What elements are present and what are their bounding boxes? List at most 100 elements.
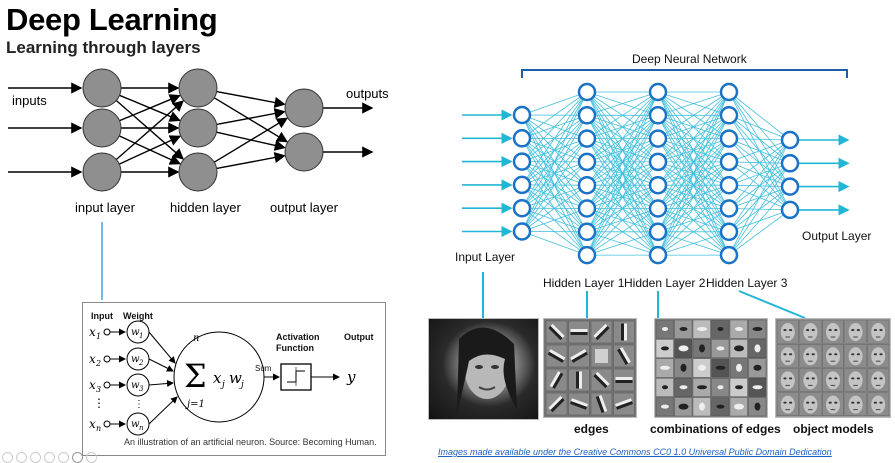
hidden-layer-2-label: Hidden Layer 2 — [624, 276, 705, 290]
deep-net-node — [782, 155, 798, 171]
svg-text:x: x — [213, 369, 222, 387]
network-edge — [214, 118, 287, 162]
deep-net-node — [721, 201, 737, 217]
svg-text:1: 1 — [96, 332, 101, 341]
svg-text:3: 3 — [96, 385, 101, 394]
deep-net-node — [721, 177, 737, 193]
deep-net-edge — [522, 92, 587, 162]
nav-dot-6[interactable] — [72, 452, 83, 463]
nav-dot-4[interactable] — [44, 452, 55, 463]
deep-net-node — [514, 200, 530, 216]
object-models-caption: object models — [793, 422, 874, 436]
deep-net-edge — [729, 140, 790, 162]
network-edge — [217, 112, 285, 125]
face-photo — [428, 318, 539, 420]
svg-text:Σ: Σ — [184, 357, 207, 395]
deep-net-edge — [522, 92, 587, 115]
deep-net-edge — [522, 92, 587, 208]
deep-net-edge — [729, 115, 790, 140]
deep-net-node — [721, 154, 737, 170]
deep-net-node — [579, 224, 595, 240]
outputs-label: outputs — [346, 86, 389, 101]
network-edge — [217, 156, 285, 169]
deep-net-bracket — [522, 70, 847, 78]
connector-objects — [739, 291, 805, 318]
deep-net-edge — [522, 232, 587, 256]
nav-dot-7[interactable] — [86, 452, 97, 463]
edges-features-image — [543, 318, 637, 418]
deep-net-node — [721, 131, 737, 147]
deep-net-node — [579, 131, 595, 147]
svg-text:n: n — [139, 424, 144, 432]
svg-text:x: x — [89, 352, 96, 366]
svg-text:x: x — [89, 378, 96, 392]
network-node — [179, 69, 217, 107]
network-node — [83, 69, 121, 107]
network-edge — [217, 92, 285, 105]
nav-dot-2[interactable] — [16, 452, 27, 463]
svg-text:y: y — [346, 368, 356, 386]
deep-net-node — [514, 107, 530, 123]
credit-link[interactable]: Images made available under the Creative… — [438, 447, 832, 457]
deep-net-node — [721, 84, 737, 100]
svg-text:j=1: j=1 — [185, 399, 205, 410]
input-layer-label: input layer — [75, 200, 135, 215]
svg-text:2: 2 — [95, 359, 101, 368]
deep-net-node — [579, 201, 595, 217]
deep-net-node — [650, 84, 666, 100]
edge-combinations-image — [654, 318, 768, 418]
deep-net-node — [514, 224, 530, 240]
svg-text:3: 3 — [139, 385, 144, 393]
deep-net-node — [579, 177, 595, 193]
neuron-weight-label: Weight — [123, 311, 153, 321]
output-layer-label: output layer — [270, 200, 338, 215]
deep-net-node — [721, 224, 737, 240]
object-models-image — [775, 318, 891, 418]
hidden-layer-label: hidden layer — [170, 200, 241, 215]
sum-label: Sum — [255, 364, 271, 373]
deep-net-node — [579, 154, 595, 170]
deep-net-node — [650, 131, 666, 147]
deep-net-node — [579, 247, 595, 263]
deep-net-node — [782, 179, 798, 195]
deep-net-node — [650, 107, 666, 123]
hidden-layer-1-label: Hidden Layer 1 — [543, 276, 624, 290]
svg-text:n: n — [96, 424, 101, 433]
network-node — [83, 153, 121, 191]
deep-net-node — [650, 201, 666, 217]
deep-net-title: Deep Neural Network — [632, 52, 747, 66]
hidden-layer-3-label: Hidden Layer 3 — [706, 276, 787, 290]
neuron-caption: An illustration of an artificial neuron.… — [124, 437, 377, 447]
network-node — [179, 109, 217, 147]
svg-text:1: 1 — [139, 332, 143, 340]
nav-dot-5[interactable] — [58, 452, 69, 463]
deep-net-node — [782, 202, 798, 218]
nav-dot-1[interactable] — [2, 452, 13, 463]
deep-input-layer-label: Input Layer — [455, 250, 515, 264]
activation-label-2: Function — [276, 343, 314, 353]
network-edge — [214, 98, 287, 142]
svg-text:x: x — [89, 325, 96, 339]
deep-net-edge — [729, 140, 790, 255]
deep-net-node — [650, 247, 666, 263]
deep-net-node — [721, 247, 737, 263]
network-node — [285, 89, 323, 127]
deep-net-node — [579, 107, 595, 123]
network-node — [179, 153, 217, 191]
inputs-label: inputs — [12, 93, 47, 108]
deep-net-node — [650, 177, 666, 193]
activation-label-1: Activation — [276, 332, 320, 342]
deep-net-node — [650, 154, 666, 170]
deep-net-node — [782, 132, 798, 148]
svg-text:⋮: ⋮ — [134, 399, 144, 410]
svg-text:n: n — [193, 333, 199, 344]
deep-net-node — [721, 107, 737, 123]
neuron-output-label: Output — [344, 332, 374, 342]
svg-text:⋮: ⋮ — [93, 396, 105, 410]
edges-caption: edges — [574, 422, 609, 436]
neuron-input-label: Input — [91, 311, 113, 321]
deep-net-node — [650, 224, 666, 240]
nav-dot-3[interactable] — [30, 452, 41, 463]
